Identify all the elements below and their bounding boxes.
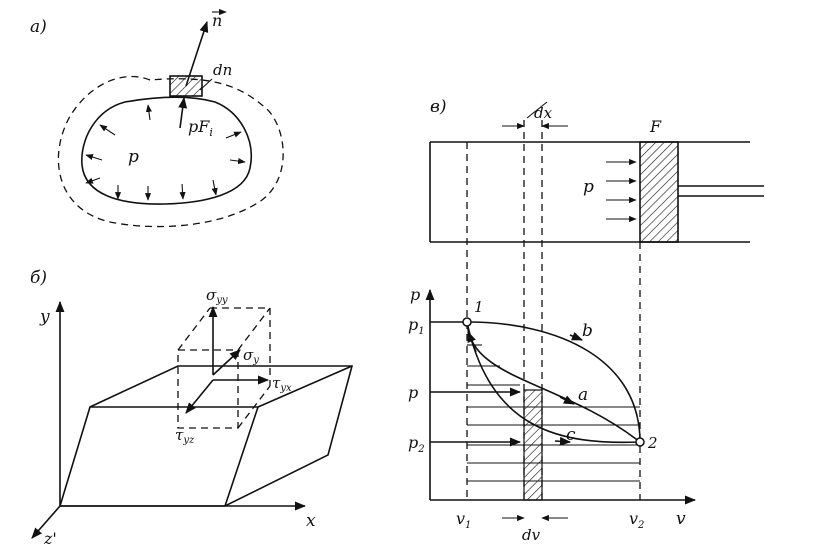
curve-a [466, 321, 641, 443]
v-axis-label: v [676, 509, 686, 529]
sigma-y-label: σy [243, 346, 259, 366]
piston-rod [678, 185, 764, 197]
p-mid-label: p [408, 383, 418, 402]
curve-a-label: a [578, 385, 588, 405]
curve-c [466, 321, 641, 444]
curve-c-label: c [566, 425, 576, 445]
inner-body-contour [81, 96, 252, 205]
cylinder [429, 141, 750, 243]
cylinder-pressure-label: p [583, 177, 594, 197]
panel-a: a) n dn pFi p [30, 8, 284, 228]
panel-b: б) y x z' σyy σy τyx τyz [30, 268, 354, 546]
force-label: pFi [188, 117, 213, 139]
tau-yz-label: τyz [175, 426, 195, 446]
curve-b-label: b [582, 321, 593, 341]
state-point-1 [462, 317, 472, 327]
state-point-2 [635, 437, 645, 447]
panel-a-label: a) [30, 17, 47, 37]
dx-label: dx [534, 104, 553, 122]
z-axis [31, 505, 61, 539]
tau-yz-arrow [185, 379, 214, 414]
dx-arrows [502, 101, 568, 130]
tau-yx-label: τyx [272, 374, 292, 394]
curve-b [466, 321, 641, 443]
v1-label: v1 [456, 509, 471, 531]
dn-label: dn [213, 61, 232, 79]
pressure-label: p [128, 147, 139, 167]
inner-pressure-arrows [85, 104, 246, 201]
deformed-block [58, 365, 354, 507]
p1-label: p1 [408, 315, 425, 337]
state-point-2-label: 2 [647, 434, 658, 452]
curve-direction-arrows [467, 330, 584, 446]
panel-b-label: б) [30, 268, 47, 288]
sigma-yy-label: σyy [206, 286, 228, 306]
dn-leader [199, 78, 213, 91]
dv-hatched-strip [523, 389, 543, 501]
panel-c: в) F p dx [408, 97, 764, 544]
pressure-arrows-on-piston [606, 158, 637, 223]
normal-vector-label: n [212, 11, 222, 30]
work-strips [467, 344, 640, 482]
z-axis-label: z' [43, 529, 57, 546]
normal-vector-arrow [185, 20, 209, 87]
force-arrow [178, 96, 188, 129]
piston-hatched [639, 141, 679, 243]
panel-c-label: в) [430, 97, 447, 117]
state-point-1-label: 1 [474, 298, 484, 316]
p2-label: p2 [408, 433, 425, 455]
area-label: F [649, 117, 662, 136]
stress-cube-dashed [177, 307, 271, 429]
p-axis-label: p [410, 285, 420, 304]
outer-dashed-contour [57, 75, 284, 228]
x-axis-label: x [306, 511, 316, 531]
v2-label: v2 [629, 509, 644, 531]
sigma-y-arrow [212, 349, 241, 376]
dv-label: dv [522, 526, 541, 544]
y-axis-label: y [39, 307, 50, 327]
pressure-levels [430, 321, 522, 447]
